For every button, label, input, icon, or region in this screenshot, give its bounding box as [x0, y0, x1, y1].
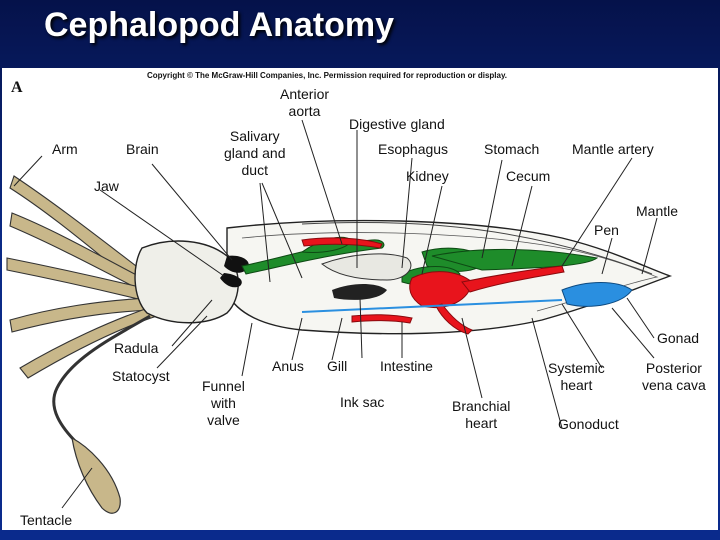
panel-letter: A — [11, 79, 23, 96]
copyright-notice: Copyright © The McGraw-Hill Companies, I… — [147, 71, 508, 80]
pen-structure — [301, 221, 653, 275]
label-salivary-gland: Salivary gland and duct — [224, 128, 286, 178]
label-pen: Pen — [594, 222, 619, 238]
label-radula: Radula — [114, 340, 159, 356]
label-ink-sac: Ink sac — [340, 394, 385, 410]
label-gill: Gill — [327, 358, 348, 374]
squid-illustration — [6, 119, 673, 514]
label-gonoduct: Gonoduct — [558, 416, 619, 432]
label-cecum: Cecum — [506, 168, 551, 184]
label-tentacle: Tentacle — [20, 512, 73, 528]
label-branchial-heart: Branchial heart — [452, 398, 511, 431]
tentacle-stalk — [52, 314, 151, 445]
gonad-organ — [561, 282, 633, 307]
leader-lines — [13, 119, 658, 509]
label-funnel-with-valve: Funnel with valve — [202, 378, 245, 428]
label-mantle-artery: Mantle artery — [572, 141, 654, 157]
label-statocyst: Statocyst — [112, 368, 170, 384]
slide-title: Cephalopod Anatomy — [44, 6, 395, 44]
label-digestive-gland: Digestive gland — [349, 116, 445, 132]
tentacle-club — [71, 436, 121, 514]
label-esophagus: Esophagus — [378, 141, 449, 157]
esophagus — [320, 253, 412, 281]
label-intestine: Intestine — [380, 358, 433, 374]
label-mantle: Mantle — [636, 203, 679, 219]
label-jaw: Jaw — [94, 178, 119, 194]
circulatory-system — [301, 237, 565, 335]
label-anterior-aorta: Anterior aorta — [280, 86, 330, 119]
label-stomach: Stomach — [484, 141, 540, 157]
label-anus: Anus — [272, 358, 304, 374]
anatomy-figure: Copyright © The McGraw-Hill Companies, I… — [2, 68, 718, 530]
label-gonad: Gonad — [657, 330, 700, 346]
arms — [6, 175, 158, 379]
label-arm: Arm — [52, 141, 78, 157]
beak — [224, 255, 249, 273]
ink-sac — [332, 284, 387, 300]
label-brain: Brain — [126, 141, 159, 157]
posterior-vena-cava-vessel — [301, 299, 563, 313]
label-systemic-heart: Systemic heart — [548, 360, 605, 393]
head — [134, 240, 239, 324]
label-kidney: Kidney — [406, 168, 449, 184]
label-posterior-vena-cava: Posterior vena cava — [642, 360, 706, 393]
